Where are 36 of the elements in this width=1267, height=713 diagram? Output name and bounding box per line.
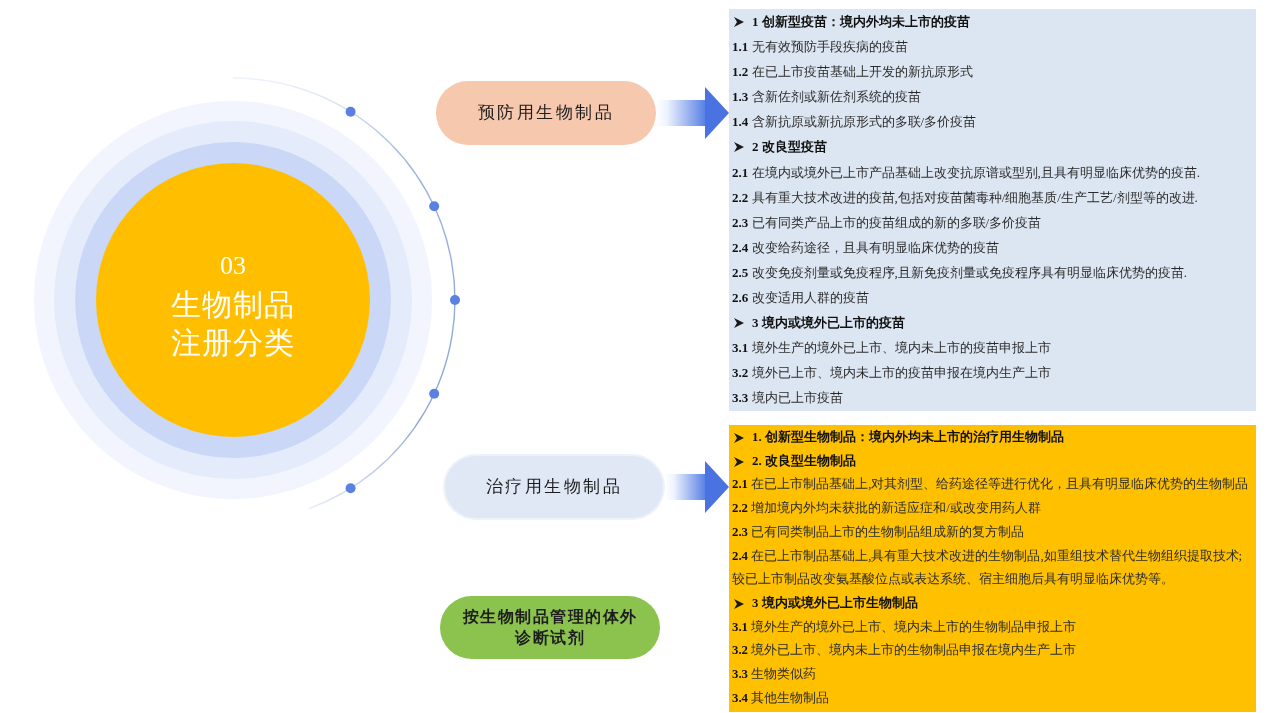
number-label: 03 — [220, 250, 246, 282]
list-item: 3.2 境外已上市、境内未上市的疫苗申报在境内生产上市 — [732, 364, 1052, 383]
circle-title: 生物制品注册分类 — [170, 287, 296, 361]
list-item: 1.1 无有效预防手段疾病的疫苗 — [732, 38, 909, 57]
list-heading: 1 创新型疫苗：境内外均未上市的疫苗 — [752, 13, 970, 31]
list-panel — [729, 425, 1256, 712]
list-item: 3.1 境外生产的境外已上市、境内未上市的疫苗申报上市 — [732, 339, 1052, 358]
block-arrow — [656, 87, 729, 139]
list-heading: 3 境内或境外已上市的疫苗 — [752, 314, 905, 333]
list-item: 1.4 含新抗原或新抗原形式的多联/多价疫苗 — [732, 113, 978, 132]
block-arrow — [665, 461, 729, 513]
list-item: 3.4 其他生物制品 — [732, 689, 831, 707]
list-heading: 2. 改良型生物制品 — [752, 452, 856, 470]
list-heading: 3 境内或境外已上市生物制品 — [752, 594, 918, 612]
list-item: 2.1 在境内或境外已上市产品基础上改变抗原谱或型别,且具有明显临床优势的疫苗. — [732, 163, 1201, 182]
list-item: 3.3 境内已上市疫苗 — [732, 389, 844, 408]
category-pill: 预防用生物制品 — [436, 81, 656, 145]
category-pill: 治疗用生物制品 — [443, 454, 665, 520]
category-pill: 按生物制品管理的体外诊断试剂 — [440, 596, 660, 659]
list-item: 3.3 生物类似药 — [732, 666, 818, 684]
list-item: 2.3 已有同类制品上市的生物制品组成新的复方制品 — [732, 523, 1026, 541]
list-item: 3.2 境外已上市、境内未上市的生物制品申报在境内生产上市 — [732, 642, 1078, 660]
list-heading: 2 改良型疫苗 — [752, 138, 827, 157]
list-heading: 1. 创新型生物制品：境内外均未上市的治疗用生物制品 — [752, 428, 1064, 446]
list-item: 2.6 改变适用人群的疫苗 — [732, 289, 870, 308]
list-item: 2.3 已有同类产品上市的疫苗组成的新的多联/多价疫苗 — [732, 213, 1043, 232]
list-item: 2.5 改变免疫剂量或免疫程序,且新免疫剂量或免疫程序具有明显临床优势的疫苗. — [732, 263, 1188, 282]
list-item: 3.1 境外生产的境外已上市、境内未上市的生物制品申报上市 — [732, 618, 1078, 636]
list-item: 2.4 在已上市制品基础上,具有重大技术改进的生物制品,如重组技术替代生物组织提取技术;较已上市制品改变氨基酸位点或表达系统、宿主细胞后具有明显临床优势等。 — [732, 547, 1244, 589]
list-item: 2.4 改变给药途径，且具有明显临床优势的疫苗 — [732, 238, 1000, 257]
list-item: 1.2 在已上市疫苗基础上开发的新抗原形式 — [732, 63, 974, 82]
list-item: 2.2 具有重大技术改进的疫苗,包括对疫苗菌毒种/细胞基质/生产工艺/剂型等的改进. — [732, 188, 1199, 207]
list-panel — [729, 9, 1256, 411]
list-item: 2.2 增加境内外均未获批的新适应症和/或改变用药人群 — [732, 500, 1042, 518]
list-item: 2.1 在已上市制品基础上,对其剂型、给药途径等进行优化，且具有明显临床优势的生物制品 — [732, 476, 1250, 494]
list-item: 1.3 含新佐剂或新佐剂系统的疫苗 — [732, 88, 922, 107]
